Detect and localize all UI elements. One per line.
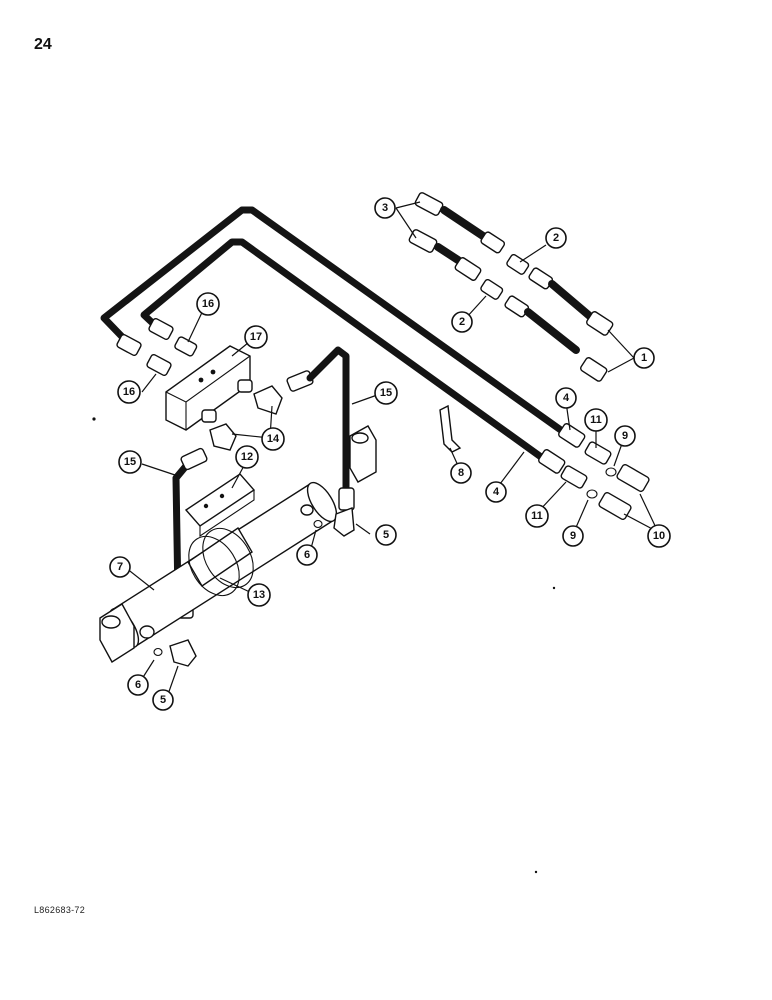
callout-1-label: 1	[641, 352, 647, 364]
callout-2-upper: 2	[545, 227, 567, 249]
callout-5-right-label: 5	[383, 529, 389, 541]
callout-14-label: 14	[267, 433, 280, 445]
callout-2-lower: 2	[451, 311, 473, 333]
callout-17-label: 17	[250, 331, 262, 343]
short-hose-right	[306, 346, 350, 494]
callout-13: 13	[247, 583, 271, 607]
hose-assembly-lower	[408, 229, 608, 382]
callout-11-upper: 11	[584, 408, 608, 432]
leader-lines	[125, 201, 659, 701]
callout-16-upper-label: 16	[202, 298, 214, 310]
callout-10: 10	[647, 524, 671, 548]
callout-2-upper-label: 2	[553, 232, 559, 244]
inner-long-hose	[140, 238, 552, 466]
callout-4-lower-label: 4	[493, 486, 500, 498]
callout-6-left-label: 6	[135, 679, 141, 691]
callout-11-upper-label: 11	[590, 414, 602, 426]
hose-assembly-upper	[414, 192, 614, 336]
callout-3-label: 3	[382, 202, 388, 214]
callout-9-upper: 9	[614, 425, 636, 447]
callout-9-upper-label: 9	[622, 430, 628, 442]
callout-17: 17	[244, 325, 268, 349]
drawing-code: L862683-72	[34, 905, 86, 915]
callout-16-lower-label: 16	[123, 386, 135, 398]
callout-5-right: 5	[375, 524, 397, 546]
callout-12: 12	[235, 445, 259, 469]
short-hose-left	[172, 462, 190, 602]
callout-7: 7	[109, 556, 131, 578]
page-number: 24	[34, 36, 52, 53]
callout-12-label: 12	[241, 451, 253, 463]
callout-7-label: 7	[117, 561, 123, 573]
callout-2-lower-label: 2	[459, 316, 465, 328]
callout-10-label: 10	[653, 530, 665, 542]
callout-4-upper-label: 4	[563, 392, 570, 404]
callout-9-lower: 9	[562, 525, 584, 547]
callout-13-label: 13	[253, 589, 265, 601]
valve-block	[116, 318, 314, 451]
callout-6-right-label: 6	[304, 549, 310, 561]
callout-6-left: 6	[127, 674, 149, 696]
hose-assemblies-upper-right	[408, 192, 614, 382]
callout-4-lower: 4	[485, 481, 507, 503]
hydraulic-cylinder	[99, 425, 377, 667]
callout-5-left-label: 5	[160, 694, 166, 706]
callout-16-lower: 16	[117, 380, 141, 404]
callout-1: 1	[633, 347, 655, 369]
callout-5-left: 5	[152, 689, 174, 711]
callout-11-lower-label: 11	[531, 510, 543, 522]
callout-8: 8	[450, 462, 472, 484]
callout-3: 3	[374, 197, 396, 219]
callout-15-left: 15	[118, 450, 142, 474]
callout-11-lower: 11	[525, 504, 549, 528]
coupler-fittings	[439, 404, 650, 521]
callout-4-upper: 4	[555, 387, 577, 409]
callout-15-right-label: 15	[380, 387, 392, 399]
callout-6-right: 6	[296, 544, 318, 566]
callout-15-right: 15	[374, 381, 398, 405]
outer-long-hose	[100, 206, 576, 442]
callout-16-upper: 16	[196, 292, 220, 316]
callout-14: 14	[261, 427, 285, 451]
long-hydraulic-lines	[100, 206, 576, 466]
callout-15-left-label: 15	[124, 456, 136, 468]
callout-9-lower-label: 9	[570, 530, 576, 542]
callout-8-label: 8	[458, 467, 464, 479]
